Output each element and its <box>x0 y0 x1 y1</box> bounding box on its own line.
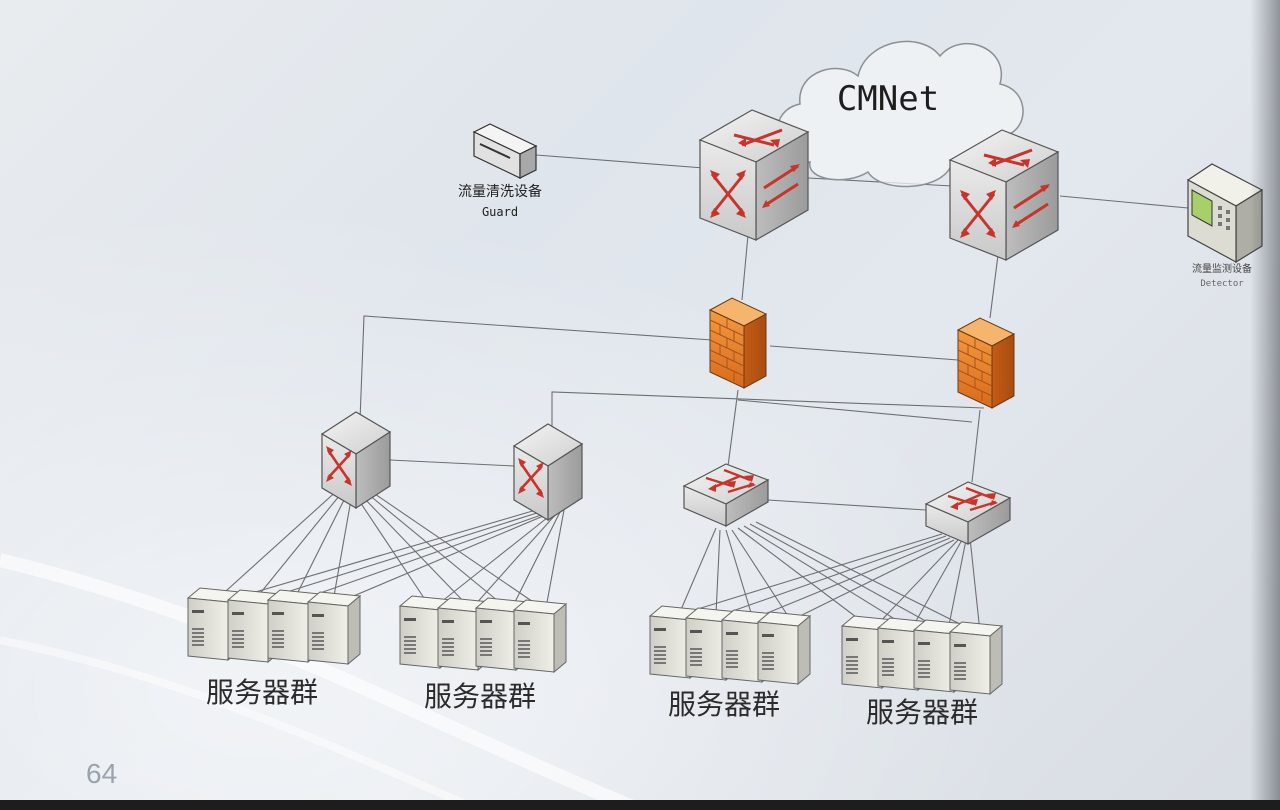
detector-label-en: Detector <box>1200 279 1244 289</box>
firewall-left-icon <box>709 297 767 389</box>
cmnet-cloud: CMNet <box>776 40 1024 188</box>
server-icon <box>513 599 567 673</box>
server-icon <box>757 611 811 685</box>
server-group-1 <box>187 587 361 665</box>
server-group-label-1: 服务器群 <box>206 676 318 709</box>
firewall-right-icon <box>957 317 1015 409</box>
server-group-label-2: 服务器群 <box>424 680 536 713</box>
bottom-edge <box>0 800 1280 810</box>
guard-label-cn: 流量清洗设备 <box>458 183 542 200</box>
server-group-2 <box>399 595 567 673</box>
server-group-4 <box>841 615 1003 695</box>
server-group-label-4: 服务器群 <box>866 696 978 729</box>
server-icon <box>949 621 1003 695</box>
page-number: 64 <box>86 758 118 789</box>
guard-device-icon <box>472 123 538 179</box>
server-group-label-3: 服务器群 <box>668 688 780 721</box>
cloud-label: CMNet <box>837 79 939 119</box>
server-group-3 <box>649 605 811 685</box>
detector-device-icon <box>1186 163 1264 264</box>
network-links <box>215 154 1189 633</box>
server-icon <box>307 591 361 665</box>
detector-label-cn: 流量监测设备 <box>1192 262 1252 275</box>
guard-label-en: Guard <box>482 205 518 219</box>
page-edge-shadow <box>1250 0 1280 810</box>
